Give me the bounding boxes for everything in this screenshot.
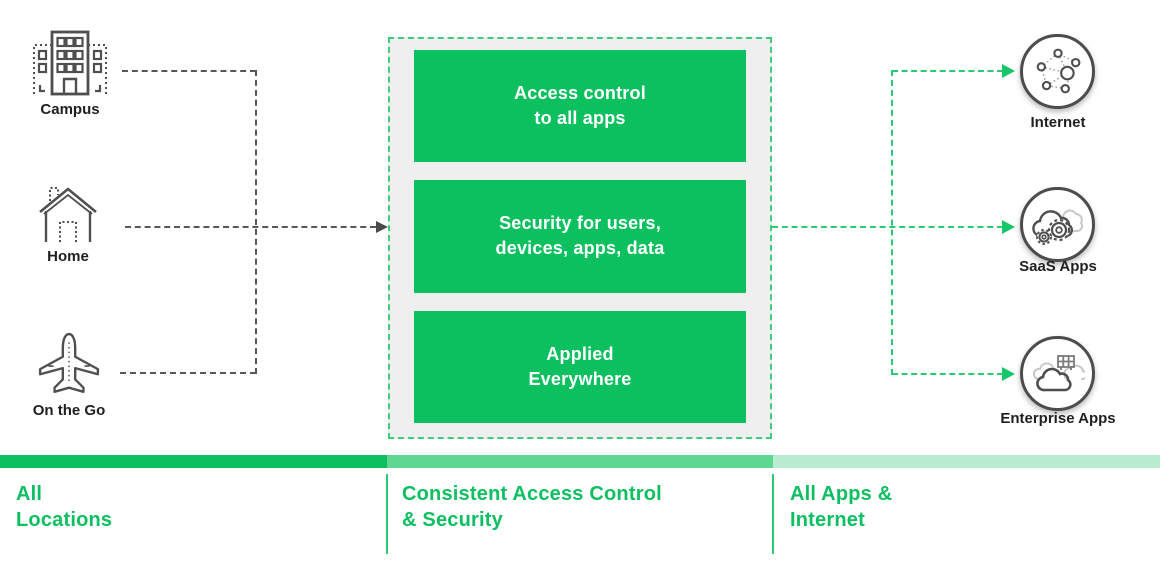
legend-line2: Locations: [16, 509, 113, 531]
legend-line1: All Apps &: [790, 483, 893, 505]
internet-network-icon: [1036, 48, 1080, 93]
connector-right-trunk-line: [891, 70, 893, 375]
box-text-line2: Everywhere: [528, 368, 632, 389]
right-item-label-internet: Internet: [1030, 114, 1086, 131]
left-item-label: On the Go: [32, 402, 106, 419]
legend-label-consistent-access: Consistent Access Control & Security: [402, 481, 662, 533]
left-item-campus: Campus: [20, 29, 120, 118]
legend-line2: Internet: [790, 509, 865, 531]
security-box: Security for users, devices, apps, data: [414, 180, 746, 293]
left-item-label: Campus: [40, 101, 100, 118]
box-text-line1: Applied: [546, 343, 614, 364]
enterprise-apps-circle: [1020, 336, 1095, 411]
legend-line1: All: [16, 483, 43, 505]
left-item-onthego: On the Go: [22, 332, 116, 419]
connector-onthego-line: [120, 372, 256, 374]
connector-campus-line: [122, 70, 256, 72]
campus-building-icon: [33, 30, 107, 96]
arrowhead-into-center-icon: [376, 221, 388, 233]
saas-apps-circle: [1020, 187, 1095, 262]
connector-home-line: [125, 226, 376, 228]
enterprise-cloud-server-icon: [1032, 354, 1085, 391]
connector-left-trunk-line: [255, 70, 257, 374]
box-text-line1: Security for users,: [499, 213, 661, 234]
internet-circle: [1020, 34, 1095, 109]
legend-line2: & Security: [402, 509, 503, 531]
connector-enterprise-line: [892, 373, 1003, 375]
left-item-home: Home: [28, 184, 108, 265]
right-item-label-enterprise: Enterprise Apps: [1000, 410, 1116, 427]
arrowhead-internet-icon: [1002, 64, 1015, 78]
applied-everywhere-box: Applied Everywhere: [414, 310, 746, 423]
access-control-box: Access control to all apps: [414, 50, 746, 163]
legend-divider: [772, 474, 774, 554]
connector-internet-line: [892, 70, 1003, 72]
legend-bar-segment-security: [387, 455, 773, 468]
legend-label-all-locations: All Locations: [16, 481, 112, 533]
arrowhead-enterprise-icon: [1002, 367, 1015, 381]
center-security-panel: Access control to all apps Security for …: [388, 37, 772, 439]
box-text-line1: Access control: [514, 83, 646, 104]
box-text-line2: to all apps: [534, 108, 626, 129]
legend-bar-segment-locations: [0, 455, 387, 468]
legend-line1: Consistent Access Control: [402, 483, 662, 505]
legend-divider: [386, 474, 388, 554]
arrowhead-saas-icon: [1002, 220, 1015, 234]
saas-cloud-gears-icon: [1031, 209, 1083, 245]
legend-bar-segment-apps: [773, 455, 1160, 468]
right-item-label-saas: SaaS Apps: [1019, 258, 1097, 275]
left-item-label: Home: [47, 248, 89, 265]
home-icon: [39, 187, 97, 242]
airplane-icon: [38, 332, 100, 393]
legend-label-all-apps: All Apps & Internet: [790, 481, 892, 533]
box-text-line2: devices, apps, data: [495, 238, 665, 259]
connector-center-to-saas-line: [772, 226, 1003, 228]
